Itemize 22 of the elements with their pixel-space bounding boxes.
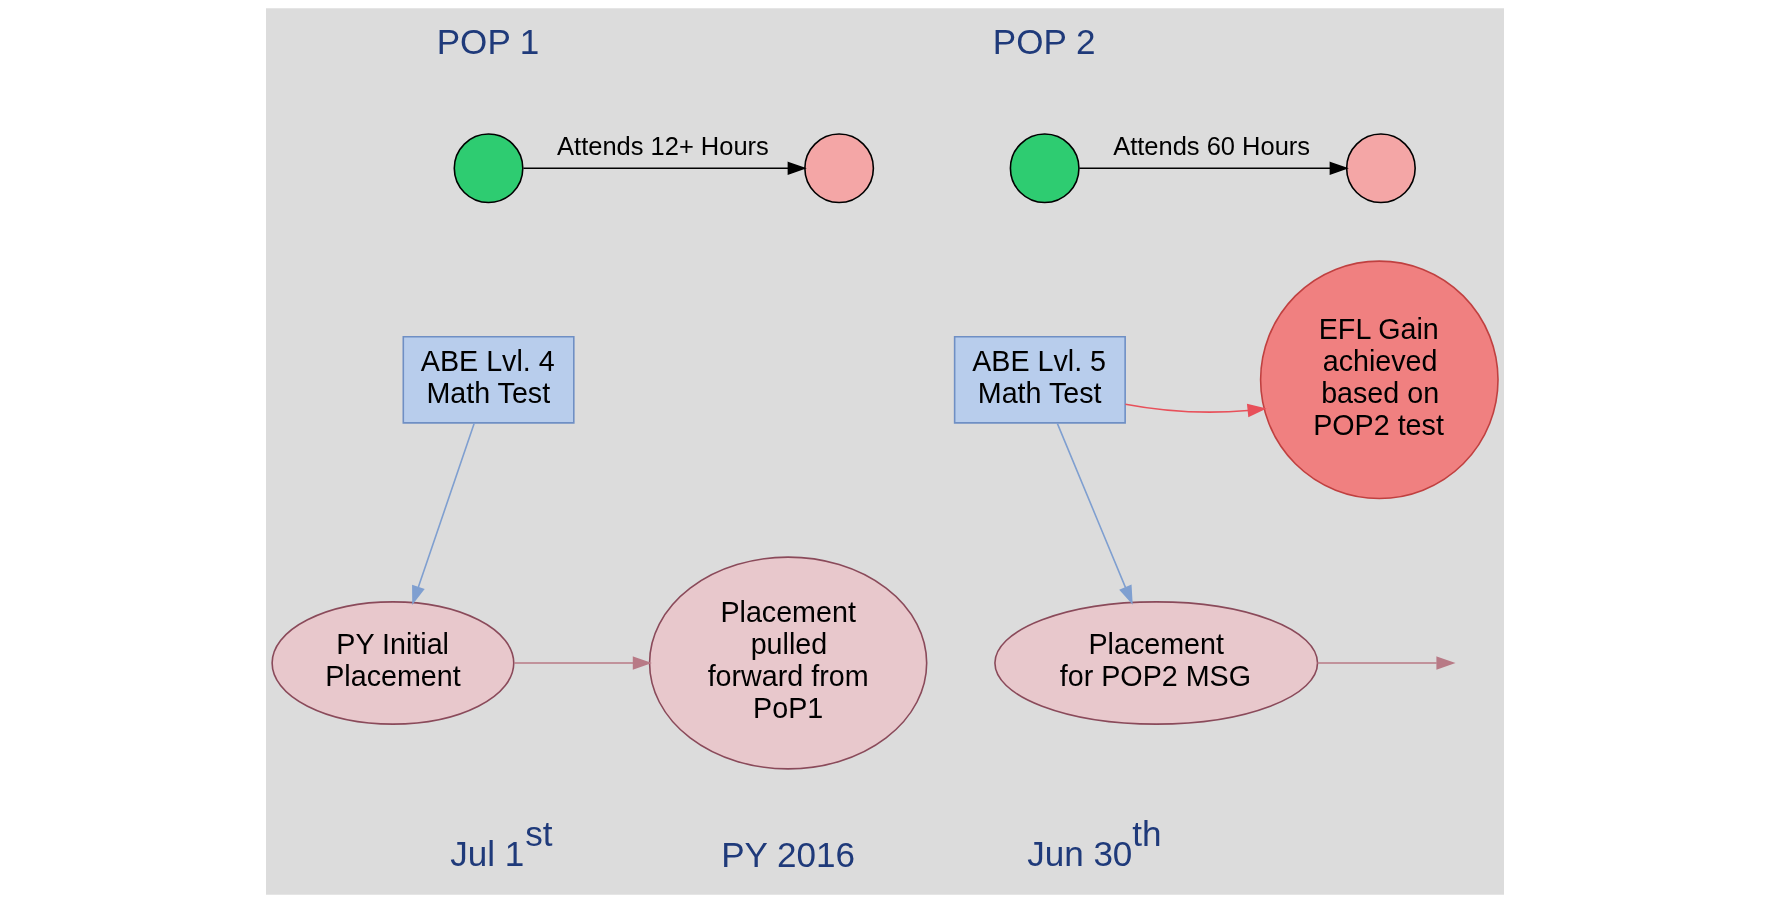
arrow (1056, 422, 1133, 605)
node-ellipse: PY Initial Placement (270, 601, 515, 725)
arrow (411, 422, 475, 605)
label: POP 1 (436, 21, 539, 61)
node-ellipse: Placement for POP2 MSG (993, 601, 1318, 725)
node-circle (1009, 133, 1080, 204)
label: POP 2 (992, 21, 1095, 61)
node-circle (453, 133, 524, 204)
arrow (522, 161, 807, 175)
arrow (1078, 161, 1349, 175)
node-ellipse: Placement pulled forward from PoP1 (648, 556, 927, 770)
edge-label: Attends 60 Hours (1112, 132, 1310, 161)
node-circle: EFL Gain achieved based on POP2 test (1259, 260, 1499, 500)
arrow (1124, 403, 1267, 418)
node-circle (1345, 133, 1416, 204)
arrow (1316, 656, 1456, 670)
node-box: ABE Lvl. 4 Math Test (402, 336, 575, 424)
node-box: ABE Lvl. 5 Math Test (953, 336, 1126, 424)
arrow (512, 656, 652, 670)
node-circle (803, 133, 874, 204)
edge-label: Attends 12+ Hours (556, 132, 769, 161)
label: PY 2016 (720, 835, 855, 875)
